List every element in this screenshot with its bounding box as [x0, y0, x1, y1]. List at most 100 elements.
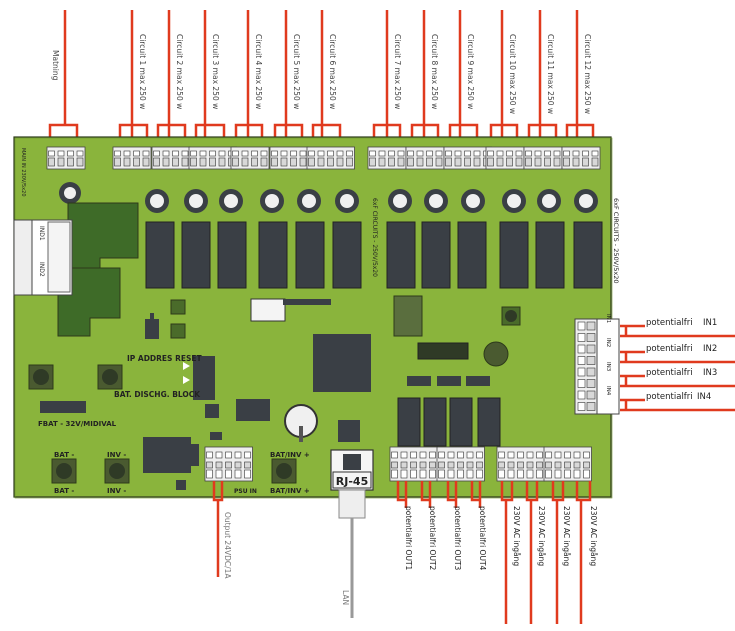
conn-c9-pin-base — [473, 157, 481, 167]
fuses — [59, 182, 598, 213]
conn-c7-pin — [397, 150, 405, 157]
out-connector-a-pin-mid — [400, 461, 408, 469]
conn-c9-pin-base — [445, 157, 452, 167]
components — [13, 202, 521, 490]
fuse-4-center — [265, 194, 279, 208]
right-pin-base — [586, 321, 596, 331]
conn-c8-pin-base — [416, 157, 424, 167]
right-pin — [577, 356, 586, 365]
board-text: MAIN IN 230V/5x20 6xF CIRCUITS - 250V/5x… — [20, 148, 620, 495]
conn-c12 — [561, 146, 601, 170]
relay-2 — [181, 221, 211, 289]
conn-c8-pin — [426, 150, 433, 157]
in-label-0: IN4 — [605, 386, 611, 396]
conn-c1-2-pin-base — [114, 157, 121, 167]
ac-connector-b-pin — [573, 451, 581, 459]
bottom-label-7: 230V AC ingång — [537, 506, 546, 566]
conn-c2-3-pin-base — [162, 157, 170, 167]
conn-c11-pin — [553, 150, 561, 157]
out-connector-a-pin-mid — [419, 461, 427, 469]
out-connector-b-pin-mid — [438, 461, 445, 469]
conn-c3-pin — [190, 150, 197, 157]
in-label-2: IN2 — [605, 338, 611, 347]
conn-c10-pin-base — [496, 157, 504, 167]
psu-connector-pin-mid — [206, 461, 213, 469]
ac-connector-a-pin-low — [526, 469, 534, 479]
conn-c11-pin-base — [544, 157, 551, 167]
conn-c4-pin — [260, 150, 268, 157]
fuse-7-center — [393, 194, 407, 208]
conn-c6-pin — [327, 150, 334, 157]
psu-connector-pin — [225, 451, 232, 459]
fuse-2-center — [189, 194, 203, 208]
conn-c7-pin — [378, 150, 386, 157]
conn-c5-pin-base — [299, 157, 307, 167]
out-connector-a-pin — [400, 451, 408, 459]
out-connector-a-pin-mid — [429, 461, 436, 469]
conn-c2-3-pin-base — [181, 157, 189, 167]
psu-connector-pin-mid — [225, 461, 232, 469]
conn-c3-pin-base — [218, 157, 226, 167]
top-label-0: Matning — [51, 50, 60, 81]
conn-c2-3-pin-base — [153, 157, 160, 167]
bat-minus-top: BAT - — [54, 451, 74, 459]
ac-wire-2 — [551, 481, 565, 624]
conn-c6-pin-base — [327, 157, 334, 167]
main-in-connector-pin — [57, 150, 65, 157]
ac-connector-b-pin-low — [564, 469, 571, 479]
fuse-1-center — [150, 194, 164, 208]
ac-connector-a-pin — [507, 451, 515, 459]
rj45-port[interactable]: RJ-45 — [330, 449, 374, 519]
conn-c2-3-pin — [162, 150, 170, 157]
conn-c1-2-pin-base — [133, 157, 140, 167]
ac-connector-b-pin-mid — [554, 461, 562, 469]
conn-c12-pin-base — [563, 157, 570, 167]
out-connector-a-pin-low — [410, 469, 417, 479]
relay-8 — [421, 221, 451, 289]
inv-minus-bottom: INV - — [107, 487, 126, 495]
out-connector-a-pin — [429, 451, 436, 459]
out-connector-b-pin-low — [457, 469, 464, 479]
top-label-12: Circuit 12 max 250 w — [583, 34, 592, 114]
ac-connector-a-pin — [517, 451, 524, 459]
conn-c12-pin — [572, 150, 580, 157]
out-wire-3 — [470, 481, 482, 508]
conn-c12-pin-base — [591, 157, 599, 167]
relay-7 — [386, 221, 416, 289]
right-pin-base — [586, 390, 596, 400]
conn-c11-pin-base — [525, 157, 532, 167]
conn-c6-pin-base — [317, 157, 325, 167]
fuse-6-center — [340, 194, 354, 208]
bat-minus-bottom: BAT - — [54, 487, 74, 495]
main-in-connector-pin-base — [67, 157, 74, 167]
ac-connector-b-pin-low — [583, 469, 590, 479]
out-connector-a-pin — [419, 451, 427, 459]
conn-c12-pin — [582, 150, 589, 157]
ac-connector-b-pin-mid — [573, 461, 581, 469]
bat-dischg-label: BAT. DISCHG. BLOCK — [114, 390, 201, 399]
conn-c10-pin-base — [506, 157, 513, 167]
conn-c2-3-pin-base — [172, 157, 179, 167]
psu-connector-pin-low — [206, 469, 213, 479]
fuse-3-center — [224, 194, 238, 208]
top-label-4: Circuit 4 max 250 w — [254, 34, 263, 109]
ac-connector-a-pin-low — [517, 469, 524, 479]
top-label-11: Circuit 11 max 250 w — [546, 34, 555, 114]
right-label-text-2: potentialfri — [646, 368, 693, 378]
psu-connector-pin-mid — [234, 461, 242, 469]
right-label-id-3: IN4 — [697, 392, 711, 402]
ac-wire-0 — [500, 481, 514, 624]
out-connector-b-pin-low — [447, 469, 455, 479]
bat-inv-plus-bottom: BAT/INV + — [270, 487, 310, 495]
out-connector-a-pin-low — [391, 469, 398, 479]
conn-c1-2-pin — [133, 150, 140, 157]
out-connector-b-pin — [457, 451, 464, 459]
ip-reset-label: IP ADDRES RESET — [127, 354, 202, 363]
out-connector-a-pin-low — [429, 469, 436, 479]
fuse-9-center — [466, 194, 480, 208]
bottom-label-3: potentialfri OUT2 — [428, 506, 437, 571]
psu-in-label: PSU IN — [234, 488, 257, 495]
conn-c12-pin — [591, 150, 599, 157]
conn-c5-pin-base — [271, 157, 278, 167]
right-pin — [577, 321, 586, 331]
